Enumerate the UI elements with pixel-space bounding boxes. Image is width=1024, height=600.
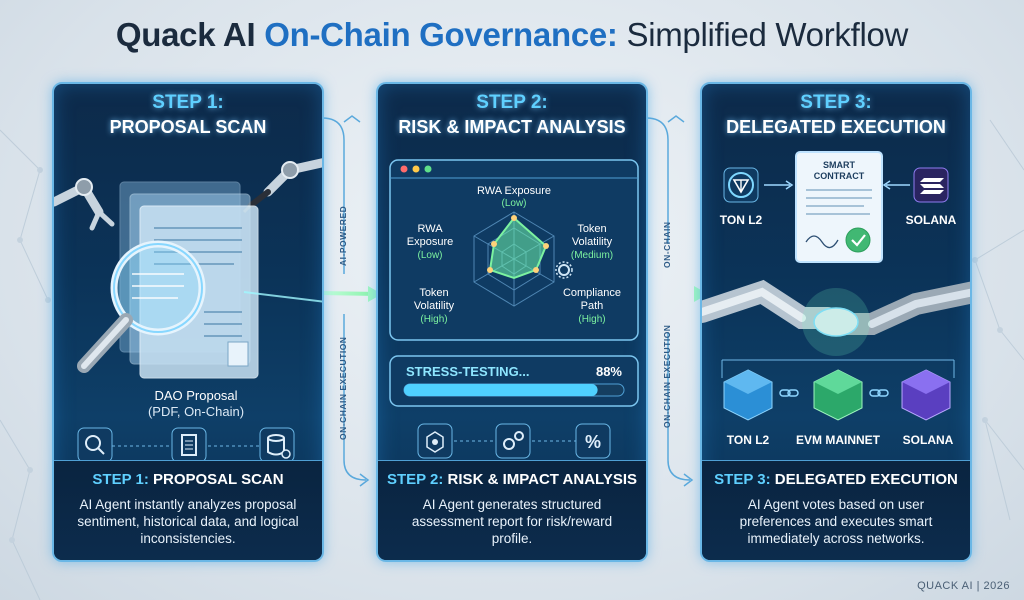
radar-chart bbox=[473, 211, 555, 307]
chain-bottom-label-2: EVM MAINNET bbox=[796, 433, 881, 447]
footer-credit: QUACK AI | 2026 bbox=[917, 580, 1010, 592]
step-2-illustration: RWA Exposure (Low) RWA Exposure (Low) To… bbox=[389, 159, 639, 459]
percent-glyph: % bbox=[585, 432, 601, 452]
step-1-summary-title: STEP 1: PROPOSAL SCAN bbox=[54, 471, 322, 488]
magnifier-icon bbox=[77, 240, 206, 373]
stress-test-progress: STRESS-TESTING... 88% bbox=[389, 355, 639, 407]
title-part-brand: Quack AI bbox=[115, 16, 265, 53]
step-2-header-step: STEP 2: bbox=[476, 92, 548, 113]
step-2-panel: STEP 2: RISK & IMPACT ANALYSIS RWA Expos… bbox=[376, 82, 648, 562]
window-close-dot bbox=[400, 165, 408, 173]
step-1-summary-name: PROPOSAL SCAN bbox=[148, 471, 284, 488]
step-3-header-name: DELEGATED EXECUTION bbox=[726, 117, 946, 137]
title-part-accent: On-Chain Governance: bbox=[264, 16, 618, 53]
solana-logo-icon bbox=[913, 167, 949, 203]
step-1-illustration: DAO Proposal (PDF, On-Chain) bbox=[54, 158, 322, 460]
radar-value-bl: (High) bbox=[420, 314, 447, 325]
document-icon bbox=[171, 427, 207, 460]
step-3-header: STEP 3: DELEGATED EXECUTION bbox=[702, 90, 970, 140]
connector-label-ai-powered: AI-POWERED bbox=[338, 205, 348, 266]
radar-label-br-2: Path bbox=[581, 300, 604, 312]
evm-cube-icon bbox=[813, 369, 863, 421]
gear-icon bbox=[555, 261, 573, 279]
doc-sublabel: (PDF, On-Chain) bbox=[148, 404, 244, 419]
step-3-description: AI Agent votes based on user preferences… bbox=[739, 497, 933, 546]
progress-percent: 88% bbox=[596, 364, 622, 379]
step-3-header-step: STEP 3: bbox=[800, 92, 872, 113]
ton-cube-icon bbox=[723, 369, 773, 421]
chain-label-top-right: SOLANA bbox=[906, 213, 957, 227]
page-title: Quack AI On-Chain Governance: Simplified… bbox=[0, 16, 1024, 54]
step-1-header: STEP 1: PROPOSAL SCAN bbox=[54, 90, 322, 140]
step-3-summary-step: STEP 3: bbox=[714, 471, 771, 488]
search-icon bbox=[77, 427, 113, 460]
contract-label-line-2: CONTRACT bbox=[814, 171, 865, 181]
step-3-summary-title: STEP 3: DELEGATED EXECUTION bbox=[702, 471, 970, 488]
gears-icon bbox=[495, 423, 531, 459]
step-1-header-step: STEP 1: bbox=[152, 92, 224, 113]
step-2-header-name: RISK & IMPACT ANALYSIS bbox=[398, 117, 626, 137]
radar-value-br: (High) bbox=[578, 314, 605, 325]
radar-value-right: (Medium) bbox=[571, 250, 613, 261]
chain-bottom-label-1: TON L2 bbox=[727, 433, 770, 447]
database-icon bbox=[259, 427, 295, 460]
step-2-description: AI Agent generates structured assessment… bbox=[411, 497, 613, 546]
solana-cube-icon bbox=[901, 369, 951, 421]
window-minimize-dot bbox=[412, 165, 420, 173]
step-3-summary: STEP 3: DELEGATED EXECUTION AI Agent vot… bbox=[702, 460, 970, 560]
window-maximize-dot bbox=[424, 165, 432, 173]
progress-label: STRESS-TESTING... bbox=[406, 364, 530, 379]
contract-label-line-1: SMART bbox=[823, 160, 855, 170]
title-part-subtitle: Simplified Workflow bbox=[617, 16, 909, 53]
step-3-summary-name: DELEGATED EXECUTION bbox=[770, 471, 958, 488]
signature-icon bbox=[805, 235, 839, 249]
step-2-summary-step: STEP 2: bbox=[386, 471, 444, 488]
step-1-header-name: PROPOSAL SCAN bbox=[109, 117, 267, 137]
handshake-icon bbox=[702, 279, 970, 356]
radar-value-top: (Low) bbox=[501, 198, 526, 209]
chain-bottom-label-3: SOLANA bbox=[903, 433, 954, 447]
connector-label-onchain-execution-1: ON-CHAIN EXECUTION bbox=[338, 336, 348, 440]
smart-contract-icon bbox=[795, 151, 883, 263]
radar-label-left-2: Exposure bbox=[407, 236, 453, 248]
connector-label-onchain-execution-2: ON-CHAIN EXECUTION bbox=[662, 324, 672, 428]
radar-label-bl-1: Token bbox=[419, 287, 448, 299]
step-3-panel: STEP 3: DELEGATED EXECUTION TON L2 SOLAN… bbox=[700, 82, 972, 562]
step-2-header: STEP 2: RISK & IMPACT ANALYSIS bbox=[378, 90, 646, 140]
chain-label-top-left: TON L2 bbox=[720, 213, 763, 227]
chain-link-icons bbox=[779, 389, 889, 397]
ton-logo-icon bbox=[723, 167, 759, 203]
step-1-panel: STEP 1: PROPOSAL SCAN bbox=[52, 82, 324, 562]
radar-label-bl-2: Volatility bbox=[414, 300, 455, 312]
step-2-summary-name: RISK & IMPACT ANALYSIS bbox=[443, 471, 638, 488]
step-1-summary-step: STEP 1: bbox=[92, 471, 149, 488]
doc-label: DAO Proposal bbox=[154, 388, 237, 403]
robot-arm-right-icon bbox=[242, 158, 322, 214]
radar-label-top: RWA Exposure bbox=[477, 185, 551, 197]
progress-fill bbox=[404, 384, 598, 396]
radar-label-right-2: Volatility bbox=[572, 236, 613, 248]
percent-icon: % bbox=[575, 423, 611, 459]
step-3-illustration: TON L2 SOLANA SMART CONTRACT bbox=[702, 151, 970, 447]
step-2-summary-title: STEP 2: RISK & IMPACT ANALYSIS bbox=[378, 471, 646, 488]
step-1-summary: STEP 1: PROPOSAL SCAN AI Agent instantly… bbox=[54, 460, 322, 560]
radar-icon bbox=[417, 423, 453, 459]
radar-label-right-1: Token bbox=[577, 223, 606, 235]
radar-value-left: (Low) bbox=[417, 250, 442, 261]
connector-label-onchain: ON-CHAIN bbox=[662, 221, 672, 269]
radar-label-left-1: RWA bbox=[417, 223, 443, 235]
radar-label-br-1: Compliance bbox=[563, 287, 621, 299]
step-1-description: AI Agent instantly analyzes proposal sen… bbox=[77, 497, 299, 546]
robot-arm-left-icon bbox=[54, 178, 115, 231]
step-2-summary: STEP 2: RISK & IMPACT ANALYSIS AI Agent … bbox=[378, 460, 646, 560]
